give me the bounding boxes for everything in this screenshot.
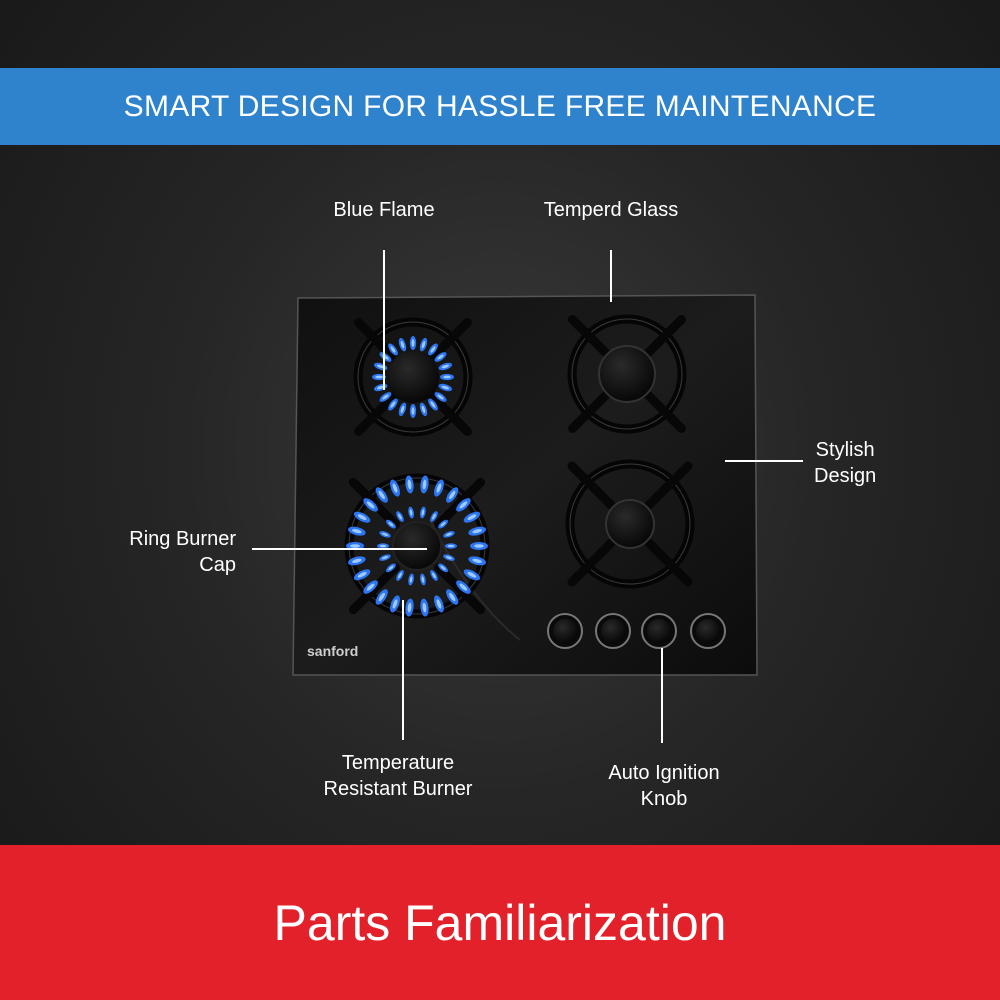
- label-ring-burner-line1: Ring Burner: [129, 528, 236, 550]
- header-banner: SMART DESIGN FOR HASSLE FREE MAINTENANCE: [0, 68, 1000, 145]
- label-temperd-glass: Temperd Glass: [543, 199, 679, 221]
- burner-bottom-left: [344, 473, 490, 619]
- burner-top-right: [567, 314, 687, 434]
- burner-top-left: [353, 317, 473, 437]
- label-temp-line1: Temperature: [341, 752, 455, 774]
- control-knobs: [547, 613, 726, 649]
- label-temp-line2: Resistant Burner: [323, 778, 473, 800]
- label-auto-line2: Knob: [640, 788, 688, 810]
- label-stylish-design: Stylish Design: [814, 437, 876, 489]
- leader-auto-ignition: [661, 648, 663, 743]
- label-temperature-resistant-burner: Temperature Resistant Burner: [324, 750, 473, 802]
- leader-temperd-glass: [610, 250, 612, 302]
- leader-stylish-design: [725, 460, 803, 462]
- brand-logo: sanford: [307, 643, 358, 659]
- label-auto-ignition-knob: Auto Ignition Knob: [608, 760, 719, 812]
- label-auto-line1: Auto Ignition: [608, 762, 720, 784]
- label-ring-burner-cap: Ring Burner Cap: [100, 526, 236, 578]
- label-stylish-line1: Stylish: [815, 439, 875, 461]
- burner-bottom-right: [565, 459, 695, 589]
- footer-title: Parts Familiarization: [273, 894, 727, 951]
- label-ring-burner-line2: Cap: [199, 554, 236, 576]
- label-blue-flame: Blue Flame: [333, 199, 435, 221]
- leader-ring-burner-cap: [252, 548, 427, 550]
- leader-blue-flame: [383, 250, 385, 390]
- label-stylish-line2: Design: [814, 465, 877, 487]
- header-title: SMART DESIGN FOR HASSLE FREE MAINTENANCE: [123, 89, 877, 123]
- footer-banner: Parts Familiarization: [0, 845, 1000, 1000]
- leader-temperature-burner: [402, 600, 404, 740]
